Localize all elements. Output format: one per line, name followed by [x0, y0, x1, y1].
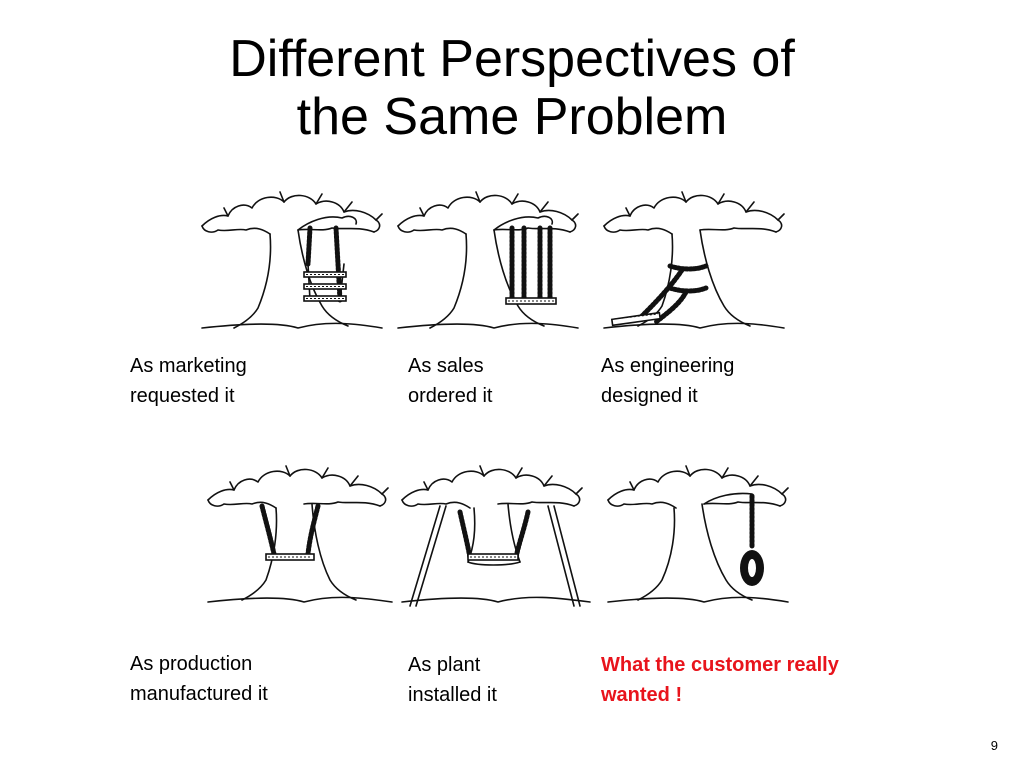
tire-swing-icon — [604, 462, 790, 610]
caption-line-2: installed it — [408, 684, 497, 706]
caption-sales: As sales ordered it — [408, 351, 493, 411]
caption-line-2: ordered it — [408, 385, 493, 407]
title-line-1: Different Perspectives of — [229, 30, 795, 88]
hanging-rope-swing-icon — [394, 188, 580, 336]
caption-engineering: As engineering designed it — [601, 351, 734, 411]
propped-swing-icon — [398, 462, 594, 610]
title-line-2: the Same Problem — [296, 88, 728, 146]
caption-line-2: manufactured it — [130, 683, 268, 705]
caption-line-1: As sales — [408, 355, 484, 377]
caption-customer: What the customer really wanted ! — [601, 650, 839, 710]
caption-line-1: As production — [130, 653, 253, 675]
caption-line-2: requested it — [130, 385, 235, 407]
caption-line-1: What the customer really — [601, 654, 839, 676]
ladder-swing-icon — [198, 188, 384, 336]
slide-title: Different Perspectives of the Same Probl… — [0, 30, 1024, 146]
caption-line-2: designed it — [601, 385, 698, 407]
caption-line-1: As marketing — [130, 355, 247, 377]
caption-production: As production manufactured it — [130, 649, 268, 709]
caption-plant: As plant installed it — [408, 650, 497, 710]
trunk-wrapped-swing-icon — [204, 462, 394, 610]
page-number: 9 — [990, 738, 998, 753]
caption-line-2: wanted ! — [601, 684, 683, 706]
caption-line-1: As engineering — [601, 355, 735, 377]
ground-swing-icon — [600, 188, 786, 336]
caption-line-1: As plant — [408, 654, 481, 676]
caption-marketing: As marketing requested it — [130, 351, 247, 411]
